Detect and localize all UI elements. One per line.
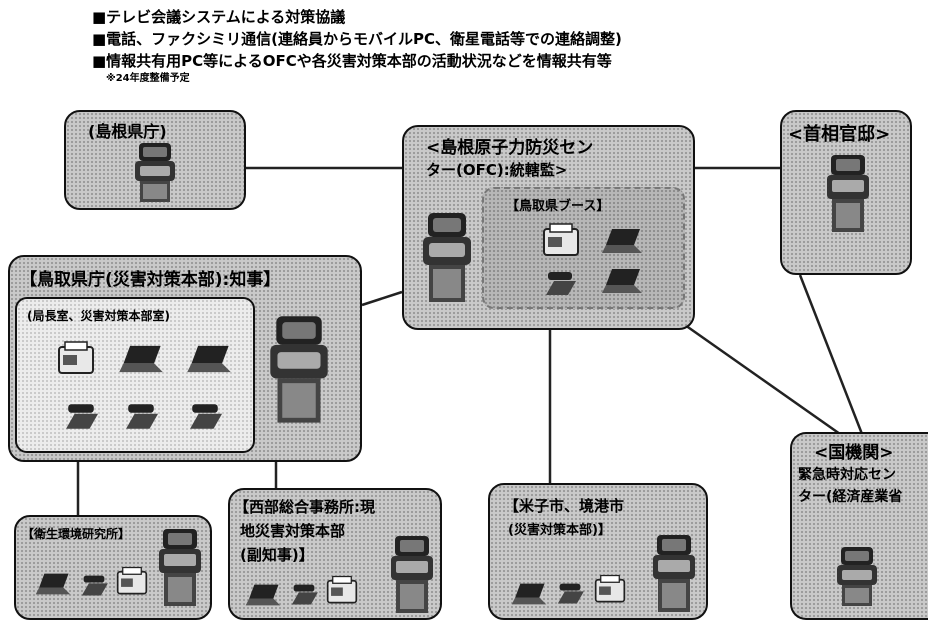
bullet-phone-fax: ■電話、ファクシミリ通信(連絡員からモバイルPC、衛星電話等での連絡調整) (92, 30, 622, 48)
node-seibu-line2: 地災害対策本部 (240, 522, 346, 540)
node-tottori-pref: 【鳥取県庁(災害対策本部):知事】 (局長室、災害対策本部室) (8, 255, 362, 462)
tv-conference-terminal-icon (159, 529, 201, 606)
tv-conference-terminal-icon (653, 535, 695, 612)
laptop-icon (602, 269, 642, 293)
node-tottori-pref-label: 【鳥取県庁(災害対策本部):知事】 (20, 270, 281, 290)
phone-icon (546, 272, 576, 295)
laptop-icon (511, 583, 547, 605)
header-bullets: ■テレビ会議システムによる対策協議 ■電話、ファクシミリ通信(連絡員からモバイル… (92, 6, 622, 86)
phone-icon (126, 404, 159, 429)
laptop-icon (187, 345, 231, 373)
node-gov-agency-line2: 緊急時対応セン (798, 467, 896, 483)
node-ofc-title-1: <島根原子力防災セン (426, 138, 594, 158)
laptop-icon (119, 345, 163, 373)
node-seibu: 【西部総合事務所:現 地災害対策本部 (副知事)】 (228, 488, 442, 620)
node-director-room-label: (局長室、災害対策本部室) (27, 309, 170, 323)
node-eiken: 【衛生環境研究所】 (14, 515, 212, 620)
phone-icon (190, 404, 223, 429)
fax-machine-icon (326, 575, 358, 604)
tv-conference-terminal-icon (827, 155, 869, 232)
node-pm-office-label: <首相官邸> (788, 124, 891, 145)
tv-conference-terminal-icon (423, 213, 471, 302)
node-yonago-line1: 【米子市、境港市 (504, 497, 625, 515)
link-pm-gov (798, 274, 864, 435)
laptop-icon (602, 229, 642, 253)
tv-conference-terminal-icon (270, 316, 328, 423)
node-director-room: (局長室、災害対策本部室) (15, 297, 255, 453)
node-yonago: 【米子市、境港市 (災害対策本部)】 (488, 483, 708, 620)
bullet-note: ※24年度整備予定 (106, 73, 190, 84)
node-seibu-line1: 【西部総合事務所:現 (234, 498, 375, 516)
phone-icon (557, 583, 584, 604)
node-tottori-booth: 【鳥取県ブース】 (482, 187, 685, 309)
node-eiken-label: 【衛生環境研究所】 (22, 527, 131, 541)
node-pm-office: <首相官邸> (780, 110, 912, 275)
node-shimane-pref-label: (島根県庁) (88, 122, 167, 141)
phone-icon (66, 404, 99, 429)
node-seibu-line3: (副知事)】 (240, 546, 314, 564)
link-tottori-ofc (361, 290, 403, 307)
phone-icon (81, 575, 108, 596)
fax-machine-icon (58, 341, 94, 374)
bullet-info-sharing: ■情報共有用PC等によるOFCや各災害対策本部の活動状況などを情報共有等 (92, 52, 612, 70)
tv-conference-terminal-icon (837, 547, 877, 606)
node-gov-agency: <国機関> 緊急時対応セン ター(経済産業省 (790, 432, 928, 620)
tv-conference-terminal-icon (391, 536, 433, 613)
phone-icon (291, 584, 318, 605)
node-ofc: <島根原子力防災セン ター(OFC):統轄監> 【鳥取県ブース】 (402, 125, 695, 330)
tv-conference-terminal-icon (135, 143, 175, 202)
bullet-tv-conference: ■テレビ会議システムによる対策協議 (92, 8, 346, 26)
node-ofc-title-2: ター(OFC):統轄監> (426, 161, 568, 179)
node-yonago-line2: (災害対策本部)】 (508, 523, 611, 538)
link-ofc-gov (674, 316, 841, 436)
fax-machine-icon (116, 566, 148, 595)
node-tottori-booth-label: 【鳥取県ブース】 (506, 199, 610, 214)
node-gov-agency-line3: ター(経済産業省 (798, 489, 903, 505)
node-gov-agency-title: <国機関> (814, 443, 894, 463)
laptop-icon (245, 584, 281, 606)
fax-machine-icon (594, 574, 626, 603)
fax-machine-icon (543, 223, 579, 256)
laptop-icon (35, 573, 71, 595)
node-shimane-pref: (島根県庁) (64, 110, 246, 210)
